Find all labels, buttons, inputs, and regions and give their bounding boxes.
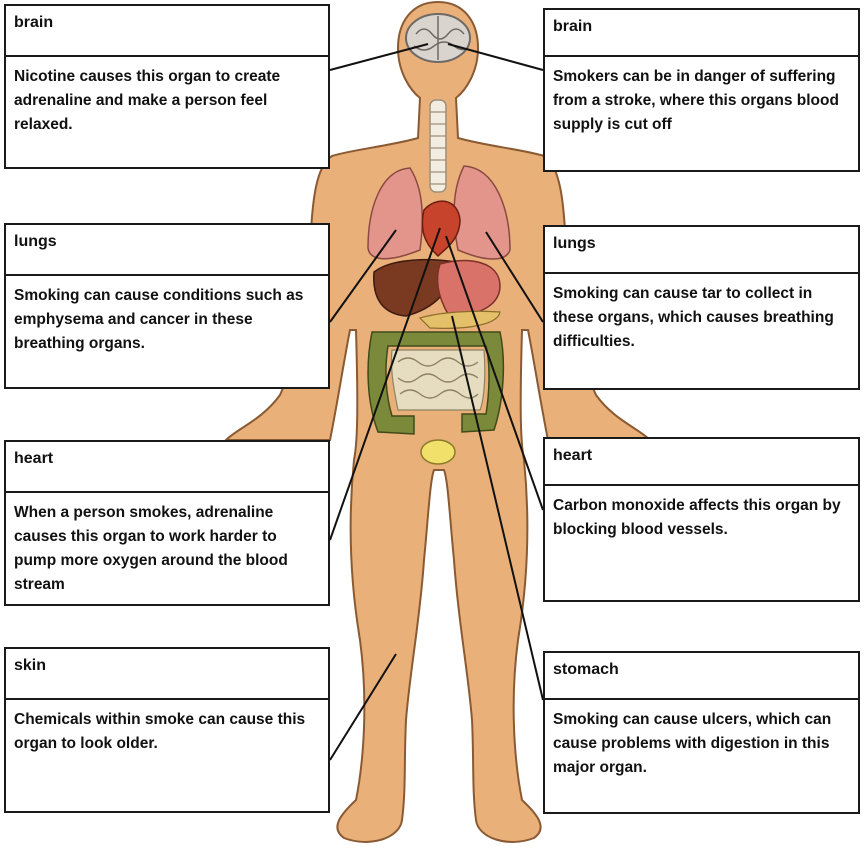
lungs-label-right: lungs Smoking can cause tar to collect i… [543, 225, 860, 390]
lungs-description-left: Smoking can cause conditions such as emp… [6, 276, 328, 356]
heart-label-right: heart Carbon monoxide affects this organ… [543, 437, 860, 602]
small-intestines [391, 350, 484, 410]
heart-title-right: heart [545, 439, 858, 486]
brain-title-left: brain [6, 6, 328, 57]
lungs-title-right: lungs [545, 227, 858, 274]
heart-description-right: Carbon monoxide affects this organ by bl… [545, 486, 858, 542]
skin-title-left: skin [6, 649, 328, 700]
brain-label-right: brain Smokers can be in danger of suffer… [543, 8, 860, 172]
skin-description-left: Chemicals within smoke can cause this or… [6, 700, 328, 756]
lungs-description-right: Smoking can cause tar to collect in thes… [545, 274, 858, 354]
brain-description-left: Nicotine causes this organ to create adr… [6, 57, 328, 137]
brain-label-left: brain Nicotine causes this organ to crea… [4, 4, 330, 169]
spine [430, 100, 446, 192]
skin-label-left: skin Chemicals within smoke can cause th… [4, 647, 330, 813]
bladder-organ [421, 440, 455, 464]
brain-title-right: brain [545, 10, 858, 57]
brain-description-right: Smokers can be in danger of suffering fr… [545, 57, 858, 137]
lungs-label-left: lungs Smoking can cause conditions such … [4, 223, 330, 389]
stomach-description-right: Smoking can cause ulcers, which can caus… [545, 700, 858, 780]
stomach-label-right: stomach Smoking can cause ulcers, which … [543, 651, 860, 814]
lungs-title-left: lungs [6, 225, 328, 276]
heart-title-left: heart [6, 442, 328, 493]
stomach-title-right: stomach [545, 653, 858, 700]
heart-label-left: heart When a person smokes, adrenaline c… [4, 440, 330, 606]
heart-description-left: When a person smokes, adrenaline causes … [6, 493, 328, 597]
